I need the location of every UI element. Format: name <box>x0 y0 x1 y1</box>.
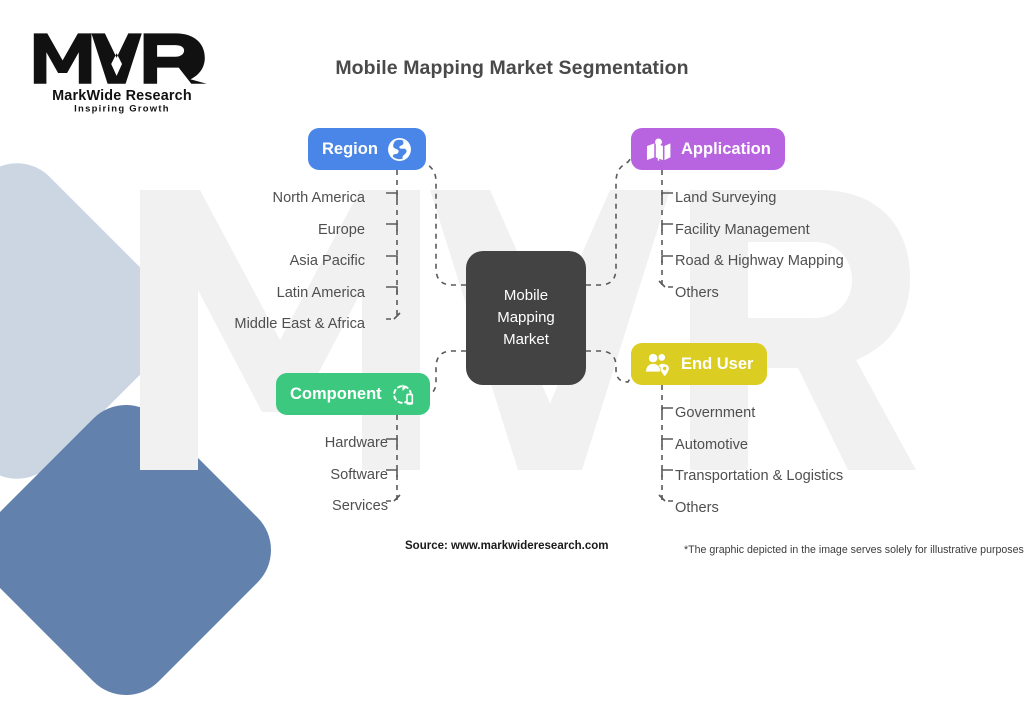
category-badge-application[interactable]: Application <box>631 128 785 170</box>
list-item: Middle East & Africa <box>234 316 365 332</box>
list-item: Others <box>675 499 719 516</box>
category-label-component: Component <box>290 384 382 403</box>
category-label-application: Application <box>681 139 771 158</box>
list-item: Automotive <box>675 436 749 453</box>
disclaimer-note: *The graphic depicted in the image serve… <box>684 544 1024 556</box>
list-item: Europe <box>317 221 365 238</box>
list-item: Others <box>675 284 719 301</box>
category-label-region: Region <box>322 139 378 158</box>
list-item: Software <box>330 466 388 483</box>
source-note: Source: www.markwideresearch.com <box>405 540 609 552</box>
company-logo: MarkWide Research Inspiring Growth <box>32 28 212 114</box>
list-item: Services <box>332 498 388 514</box>
category-badge-region[interactable]: Region <box>308 128 426 170</box>
center-node-line-1: Mobile <box>503 287 549 305</box>
users-location-icon <box>645 352 672 377</box>
list-item: Road & Highway Mapping <box>675 253 844 269</box>
category-badge-component[interactable]: Component <box>276 373 430 415</box>
category-badge-enduser[interactable]: End User <box>631 343 768 385</box>
device-sync-icon <box>391 382 416 407</box>
item-list-component: Hardware Software Services <box>325 428 410 523</box>
svg-text:MarkWide Research: MarkWide Research <box>52 88 192 104</box>
list-item: Asia Pacific <box>289 253 365 269</box>
list-item: Land Surveying <box>675 190 777 206</box>
list-item: Government <box>675 405 756 421</box>
svg-text:Inspiring Growth: Inspiring Growth <box>74 104 170 114</box>
list-item: Hardware <box>324 435 388 451</box>
globe-icon <box>387 137 412 162</box>
item-list-enduser: Government Automotive Transportation & L… <box>645 398 843 524</box>
center-node-line-2: Mapping <box>497 309 555 327</box>
center-node-line-3: Market <box>503 330 549 348</box>
item-list-region: North America Europe Asia Pacific Latin … <box>234 183 387 341</box>
list-item: North America <box>272 190 365 206</box>
center-node: Mobile Mapping Market <box>466 251 586 385</box>
list-item: Latin America <box>276 284 365 301</box>
category-label-enduser: End User <box>681 354 754 373</box>
map-pin-icon <box>645 137 672 162</box>
page-title: Mobile Mapping Market Segmentation <box>335 57 689 79</box>
item-list-application: Land Surveying Facility Management Road … <box>645 183 844 309</box>
list-item: Transportation & Logistics <box>675 468 844 484</box>
list-item: Facility Management <box>675 221 810 238</box>
